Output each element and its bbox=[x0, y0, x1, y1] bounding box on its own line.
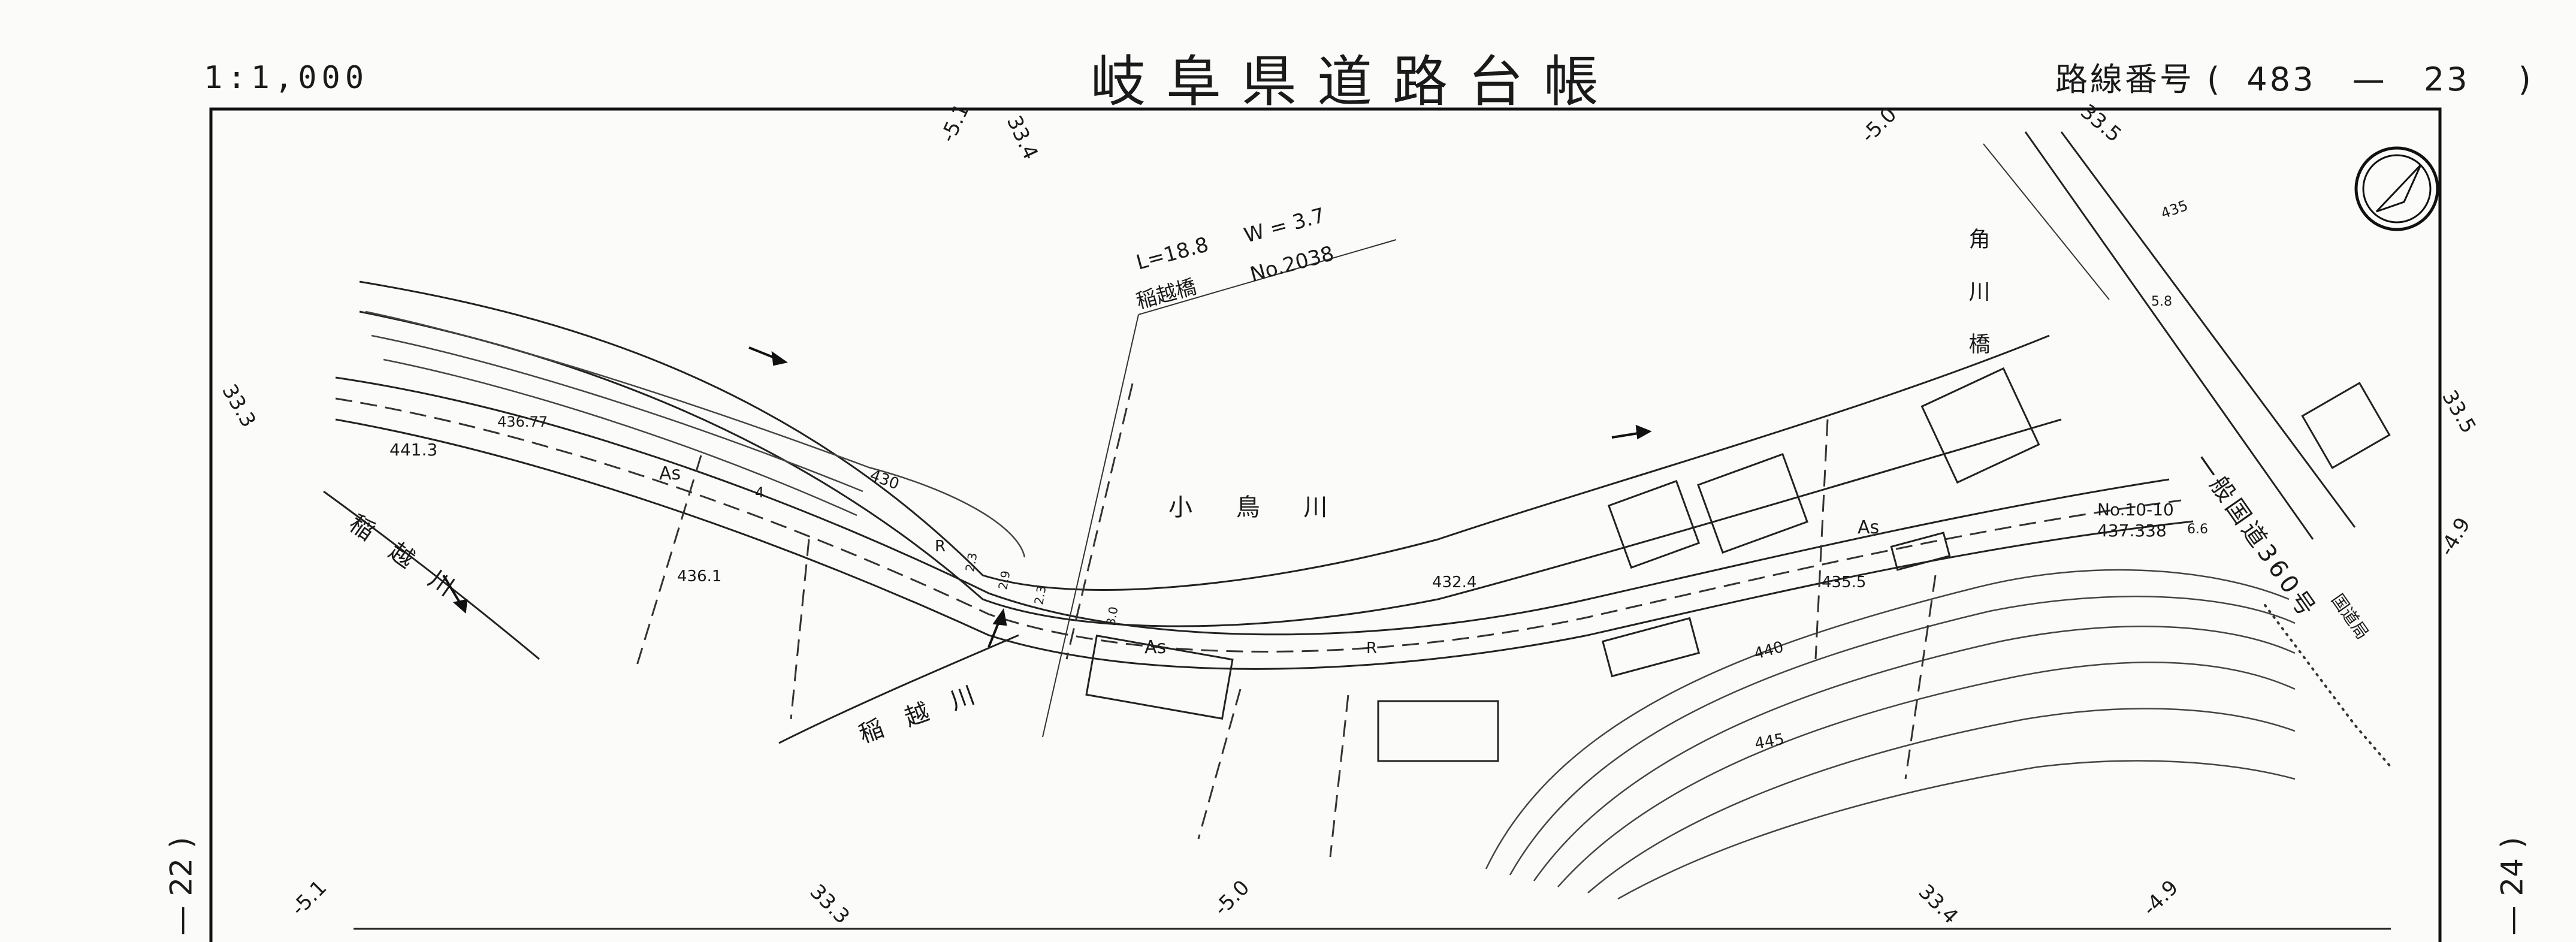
page-title: 岐阜県道路台帳 bbox=[1091, 50, 1620, 114]
boundary-dash bbox=[1065, 383, 1134, 660]
width-2-9: 2.9 bbox=[995, 569, 1013, 590]
elev-435-5: 435.5 bbox=[1822, 573, 1866, 591]
pavement-as-2: As bbox=[1144, 637, 1166, 658]
width-2-3b: 2.3 bbox=[1031, 584, 1049, 605]
contour-lines bbox=[1485, 569, 2296, 900]
river-main-label: 小 鳥 川 bbox=[1168, 494, 1345, 521]
river-bank-south bbox=[359, 310, 2062, 627]
contour-lines-left bbox=[365, 310, 1026, 558]
station-bottom-5: -4.9 bbox=[2138, 875, 2183, 920]
map-labels: -5.1 33.4 -5.0 33.5 -5.1 33.3 -5.0 33.4 … bbox=[217, 99, 2480, 929]
width-2-3: 2.3 bbox=[962, 551, 980, 572]
stream-lower bbox=[778, 634, 1019, 744]
road-r-1: R bbox=[935, 538, 946, 555]
elev-445: 445 bbox=[1753, 730, 1786, 753]
pavement-as-3: As bbox=[1858, 517, 1879, 538]
road-edge-north bbox=[335, 376, 2170, 636]
elev-432-4: 432.4 bbox=[1432, 573, 1476, 591]
river-lower-label: 稲 越 川 bbox=[856, 678, 986, 748]
station-bottom-3: -5.0 bbox=[1209, 875, 1254, 920]
route-close: ) bbox=[2518, 61, 2533, 98]
buildings bbox=[1085, 367, 2391, 762]
stream-left bbox=[323, 490, 540, 660]
national-road-west bbox=[2024, 131, 2314, 540]
benchmark-elevation: 437.338 bbox=[2097, 521, 2167, 541]
station-top-1: -5.1 bbox=[936, 100, 974, 146]
national-road-sub: 国道局 bbox=[2327, 590, 2372, 643]
elev-440: 440 bbox=[1752, 638, 1786, 663]
national-road-side bbox=[1983, 143, 2110, 300]
map-frame bbox=[209, 107, 2442, 942]
bridge-width: W = 3.7 bbox=[1242, 203, 1327, 247]
pavement-as-1: As bbox=[659, 463, 681, 484]
bridge-length: L=18.8 bbox=[1134, 233, 1211, 275]
station-left-1: 33.3 bbox=[217, 381, 260, 432]
elev-436-1: 436.1 bbox=[677, 567, 721, 585]
road-centerline bbox=[335, 397, 2182, 653]
river-left-label: 稲 越 川 bbox=[344, 510, 466, 606]
bridge-name: 稲越橋 bbox=[1134, 275, 1199, 314]
road-r-2: R bbox=[1366, 639, 1377, 657]
station-top-2: 33.4 bbox=[1002, 112, 1043, 164]
benchmark-number: No.10-10 bbox=[2097, 500, 2174, 520]
route-num: 483 bbox=[2246, 61, 2316, 98]
north-arrow-icon bbox=[2354, 146, 2439, 231]
road-edge-south bbox=[335, 418, 2194, 670]
station-bottom-2: 33.3 bbox=[805, 880, 854, 929]
route-label: 路線番号 bbox=[2055, 61, 2194, 98]
elev-435: 435 bbox=[2158, 197, 2190, 222]
station-bottom-4: 33.4 bbox=[1914, 880, 1963, 929]
elev-430: 430 bbox=[868, 466, 902, 493]
parcel-boundaries bbox=[634, 419, 2392, 858]
bridge-number: No.2038 bbox=[1248, 241, 1336, 287]
elev-436-77: 436.77 bbox=[497, 413, 548, 430]
route-number: 路線番号 ( 483 — 23 ) bbox=[2055, 53, 2533, 100]
river-bank-north bbox=[359, 280, 2050, 591]
route-sheet: 23 bbox=[2423, 61, 2470, 98]
flow-arrow-icons bbox=[442, 346, 1652, 648]
map-scale: 1:1,000 bbox=[204, 60, 369, 96]
bridge-right-label: 角 川 橋 bbox=[1965, 228, 1990, 366]
route-sep: — bbox=[2352, 61, 2387, 98]
bridge-leader bbox=[1042, 239, 1397, 738]
width-4: 4 bbox=[755, 484, 764, 501]
station-right-1: 33.5 bbox=[2437, 387, 2480, 438]
width-3-0: 3.0 bbox=[1103, 605, 1121, 626]
national-road-label: 一般国道360号 bbox=[2188, 449, 2323, 624]
station-bottom-1: -5.1 bbox=[286, 875, 331, 920]
elev-5-8: 5.8 bbox=[2151, 294, 2172, 309]
benchmark-66: 6.6 bbox=[2187, 522, 2208, 537]
elev-441: 441.3 bbox=[389, 440, 437, 460]
national-road-east bbox=[2060, 131, 2356, 528]
station-top-4: 33.5 bbox=[2076, 99, 2126, 147]
route-open: ( bbox=[2207, 61, 2222, 98]
